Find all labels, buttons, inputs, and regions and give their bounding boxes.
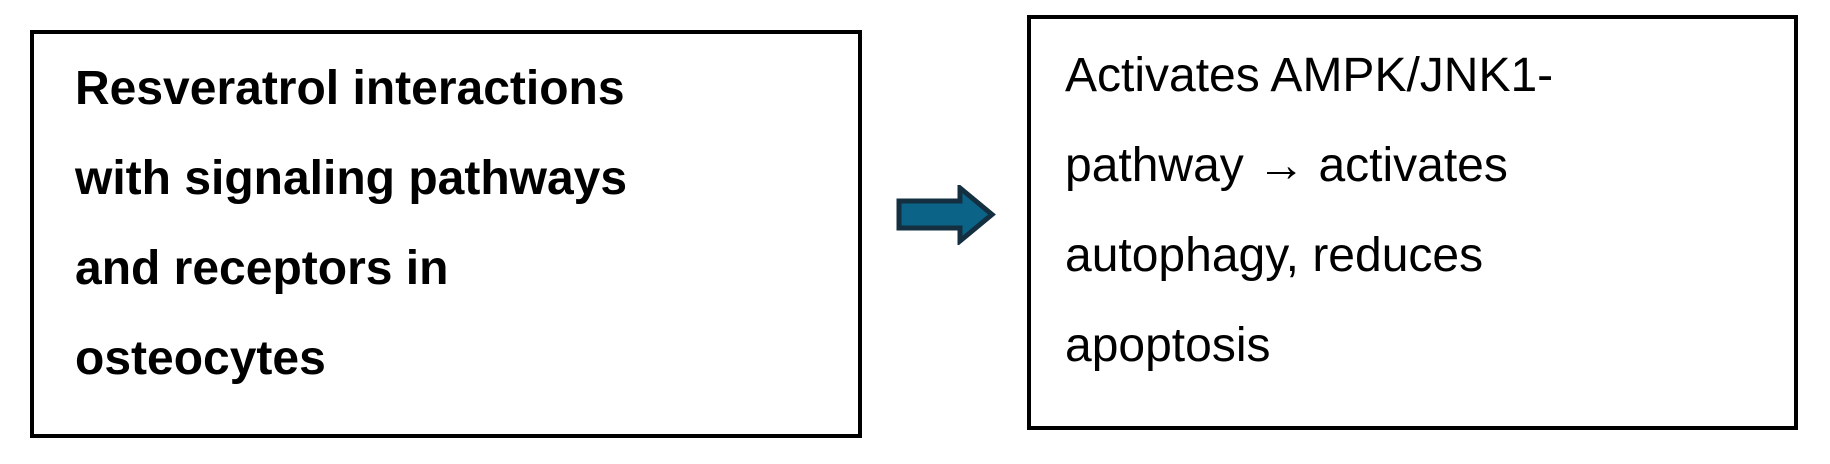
block-arrow-right-shape bbox=[896, 185, 996, 245]
left-box-text: Resveratrol interactions with signaling … bbox=[75, 62, 628, 385]
left-box: Resveratrol interactions with signaling … bbox=[30, 30, 862, 438]
right-box-text: Activates AMPK/JNK1- pathway → activates… bbox=[1065, 49, 1554, 372]
block-arrow-right-icon bbox=[896, 185, 996, 245]
right-box: Activates AMPK/JNK1- pathway → activates… bbox=[1027, 15, 1798, 430]
